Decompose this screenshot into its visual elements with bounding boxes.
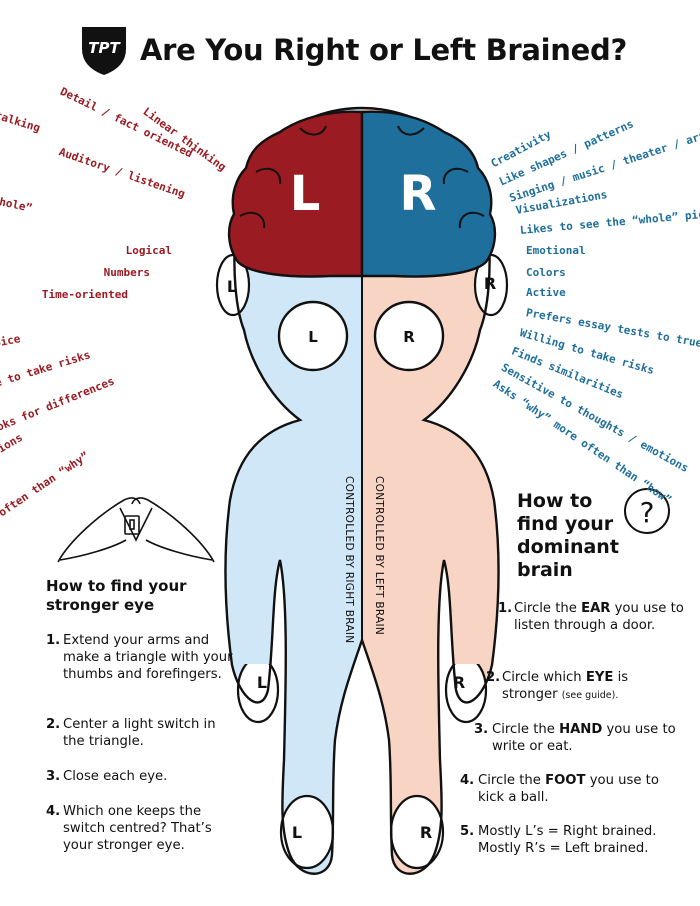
dominant-step-1-keyword: EAR [581,601,611,616]
dominant-step-3: 3. Circle the HAND you use to write or e… [474,721,684,755]
eye-step-4: 4. Which one keeps the switch centred? T… [46,803,236,854]
right-eye-letter: R [403,328,415,346]
eye-guide-title: How to find your stronger eye [46,577,187,615]
eye-step-2-text: Center a light switch in the triangle. [63,717,216,749]
dominant-step-1-num: 1. [498,601,513,616]
eye-step-2-num: 2. [46,717,61,732]
logo-text: TPT [88,39,121,57]
dominant-step-3-post: you use to write or eat. [492,722,676,754]
right-eye[interactable] [373,300,445,372]
dominant-step-2-post: is stronger [502,670,629,702]
right-ear-letter: R [484,274,496,293]
dominant-step-2-num: 2. [486,670,501,685]
right-hand-letter: R [453,673,465,692]
dominant-guide-title: How to find your dominant brain [517,490,619,582]
eye-guide-title-line2: stronger eye [46,596,155,614]
eye-step-1-num: 1. [46,633,61,648]
dominant-step-5-num: 5. [460,824,475,839]
hands-triangle-illustration [57,497,215,563]
left-side-label: CONTROLLED BY RIGHT BRAIN [343,476,355,643]
dominant-step-2-pre: Circle which [502,670,586,685]
dominant-step-4-pre: Circle the [478,773,546,788]
dominant-step-3-pre: Circle the [492,722,560,737]
dominant-step-2-keyword: EYE [585,670,614,685]
eye-step-1-text: Extend your arms and make a triangle wit… [63,633,233,682]
left-brain-trait: Logical [125,244,172,257]
dominant-step-2-note: (see guide). [561,690,619,701]
dominant-title-line1: How to [517,490,593,512]
left-brain-trait: Numbers [103,266,150,279]
left-brain [227,110,364,278]
dominant-step-5-line2: Mostly R’s = Left brained. [478,841,649,856]
right-brain-trait: Active [526,286,566,299]
page-title: Are You Right or Left Brained? [140,33,628,67]
left-hand-letter: L [257,673,267,692]
left-foot[interactable] [279,794,335,870]
dominant-title-line3: dominant [517,536,619,558]
question-mark: ? [640,496,655,529]
eye-step-2: 2. Center a light switch in the triangle… [46,716,236,750]
dominant-step-1-pre: Circle the [514,601,582,616]
right-side-label: CONTROLLED BY LEFT BRAIN [373,476,385,635]
dominant-step-1: 1. Circle the EAR you use to listen thro… [498,600,688,634]
header: TPT Are You Right or Left Brained? [80,22,627,78]
dominant-step-2: 2. Circle which EYE is stronger (see gui… [486,669,686,704]
dominant-step-4-post: you use to kick a ball. [478,773,659,805]
dominant-step-3-keyword: HAND [559,722,603,737]
left-brain-letter: L [290,166,321,222]
dominant-step-4: 4. Circle the FOOT you use to kick a bal… [460,772,685,806]
eye-step-4-text: Which one keeps the switch centred? That… [63,804,212,853]
right-brain-trait: Colors [526,266,566,279]
left-brain-trait: Time-oriented [41,288,128,301]
left-eye[interactable] [277,300,349,372]
left-ear-letter: L [227,277,237,296]
right-brain-trait: Emotional [526,244,586,257]
right-brain-letter: R [400,166,437,222]
left-eye-letter: L [308,328,318,346]
question-icon [624,488,670,534]
dominant-step-4-num: 4. [460,773,475,788]
eye-guide-title-line1: How to find your [46,577,187,595]
right-foot-letter: R [420,823,432,842]
dominant-step-5-line1: Mostly L’s = Right brained. [478,824,657,839]
dominant-title-line2: find your [517,513,614,535]
eye-step-3-text: Close each eye. [63,769,168,784]
eye-step-3-num: 3. [46,769,61,784]
eye-step-4-num: 4. [46,804,61,819]
right-brain [360,110,497,278]
dominant-step-5: 5. Mostly L’s = Right brained. Mostly R’… [460,823,685,857]
tpt-logo: TPT [80,23,128,77]
eye-step-1: 1. Extend your arms and make a triangle … [46,632,236,683]
dominant-title-line4: brain [517,559,573,581]
eye-step-3: 3. Close each eye. [46,768,236,785]
dominant-step-3-num: 3. [474,722,489,737]
left-foot-letter: L [292,823,302,842]
dominant-step-4-keyword: FOOT [545,773,586,788]
dominant-step-1-post: you use to listen through a door. [514,601,684,633]
right-foot[interactable] [389,794,445,870]
